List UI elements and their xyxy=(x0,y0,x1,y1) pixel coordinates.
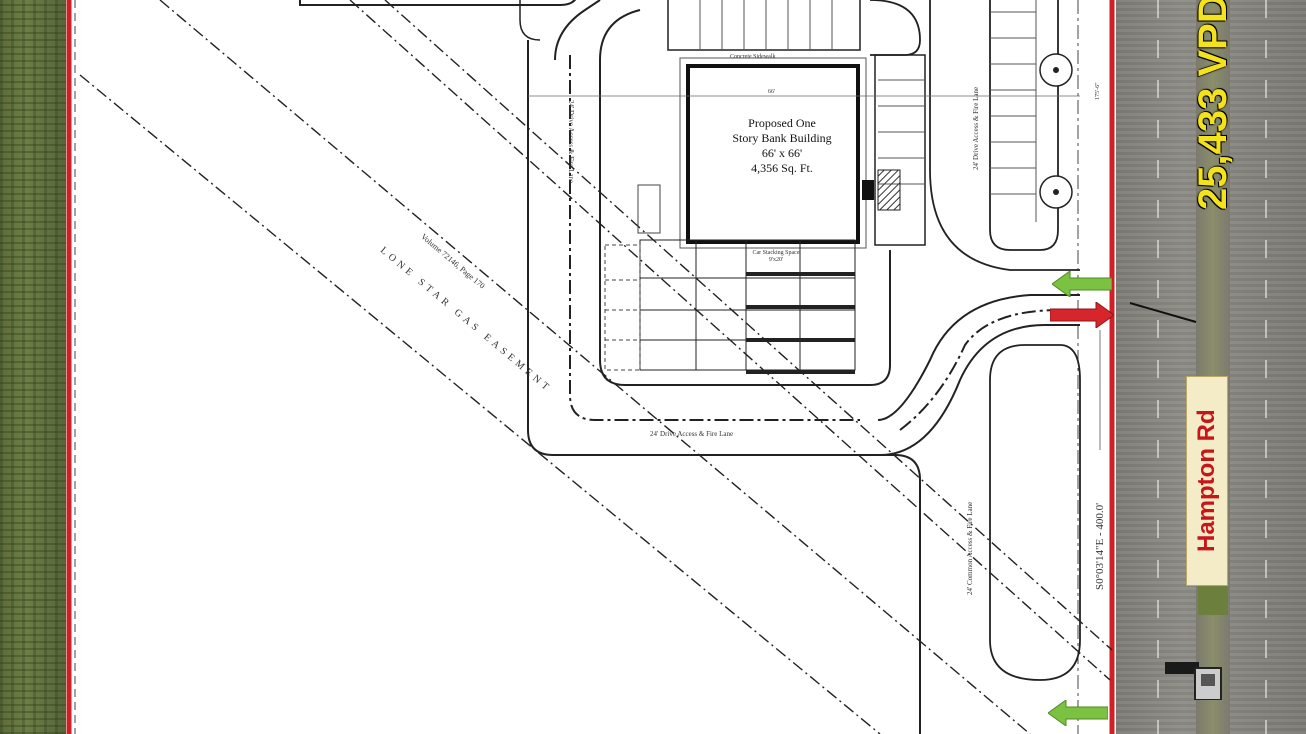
traffic-count-label: 25,433 VPD xyxy=(1191,0,1235,210)
parking-stalls-top xyxy=(699,0,833,50)
road-name-text: Hampton Rd xyxy=(1193,409,1220,553)
tree-icon xyxy=(1039,53,1073,209)
building-line-3: 66' x 66' xyxy=(761,146,803,160)
property-line xyxy=(66,0,1115,734)
farm-field xyxy=(0,0,66,734)
easement-lines xyxy=(79,0,1113,734)
grass-strip xyxy=(1198,585,1228,615)
vehicle xyxy=(1165,662,1222,700)
bank-building-label: Proposed One Story Bank Building 66' x 6… xyxy=(698,116,866,176)
car-stacking-lanes xyxy=(639,239,856,374)
drive-lane-right-label: 24' Drive Access & Fire Lane xyxy=(972,86,980,170)
building-line-4: 4,356 Sq. Ft. xyxy=(751,161,813,175)
building-line-2: Story Bank Building xyxy=(732,131,832,145)
sidewalk-label: Concrete Sidewalk xyxy=(730,54,776,60)
dimension-label: 175'-6" xyxy=(1095,82,1101,100)
dimension-label: 66' xyxy=(768,89,776,95)
arrow-right-icon xyxy=(1050,302,1114,328)
property-interior-lines xyxy=(74,0,1079,734)
arrow-left-icon xyxy=(1052,271,1112,297)
boundary-call-label: S0°03'14"E - 400.0' xyxy=(1094,502,1106,590)
arrow-left-icon xyxy=(1048,700,1108,726)
bank-building xyxy=(686,64,860,244)
lane-markings xyxy=(1157,0,1267,734)
drive-lane-bottom-label: 24' Drive Access & Fire Lane xyxy=(650,430,734,438)
building-line-1: Proposed One xyxy=(748,116,816,130)
stacking-space-label: Car Stacking Space 9'x20' xyxy=(752,250,800,263)
common-access-label: 24' Common Access & Fire Lane xyxy=(966,501,974,595)
road-name-sign: Hampton Rd xyxy=(1186,376,1228,586)
parking-stalls-right xyxy=(990,0,1037,222)
drive-lane-left-label: 24' Drive Access & Fire Lane xyxy=(567,100,575,184)
